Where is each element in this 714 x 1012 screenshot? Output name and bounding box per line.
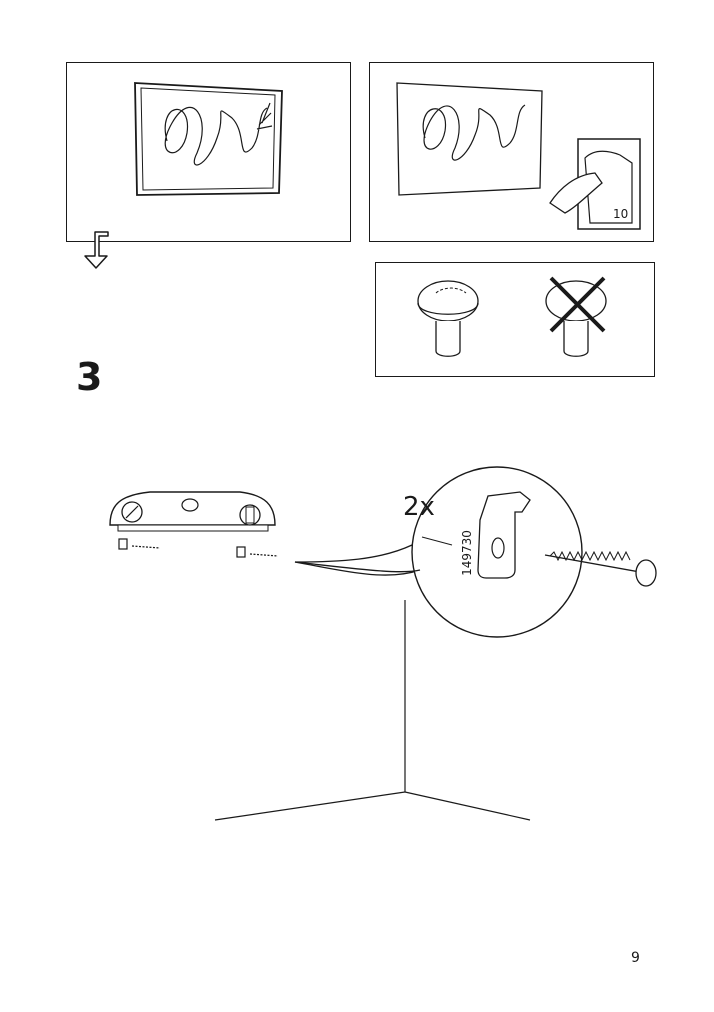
knob-wrong-cross-icon — [545, 276, 607, 357]
wall-corner — [214, 600, 531, 821]
hook-detail — [477, 491, 531, 579]
step-number: 3 — [76, 355, 103, 399]
knob-correct-icon — [417, 280, 479, 357]
sheet-peel-panel: 10 — [369, 62, 654, 242]
framed-artwork-illustration — [134, 82, 283, 196]
hook-left — [118, 538, 161, 550]
hook-right — [236, 546, 279, 558]
framed-artwork-panel — [66, 62, 351, 242]
quantity-label: 2x — [403, 492, 435, 522]
page-reference: 10 — [613, 207, 629, 221]
turn-page-arrow-icon — [84, 231, 109, 269]
artwork-sheet-illustration — [396, 82, 641, 230]
screw-detail — [544, 550, 657, 587]
spirit-level — [109, 491, 276, 532]
page-number: 9 — [631, 950, 640, 966]
knob-comparison-illustration — [417, 276, 607, 357]
knob-instruction-panel — [375, 262, 655, 377]
detail-callout — [411, 466, 583, 638]
part-number-label: 149730 — [459, 530, 474, 576]
